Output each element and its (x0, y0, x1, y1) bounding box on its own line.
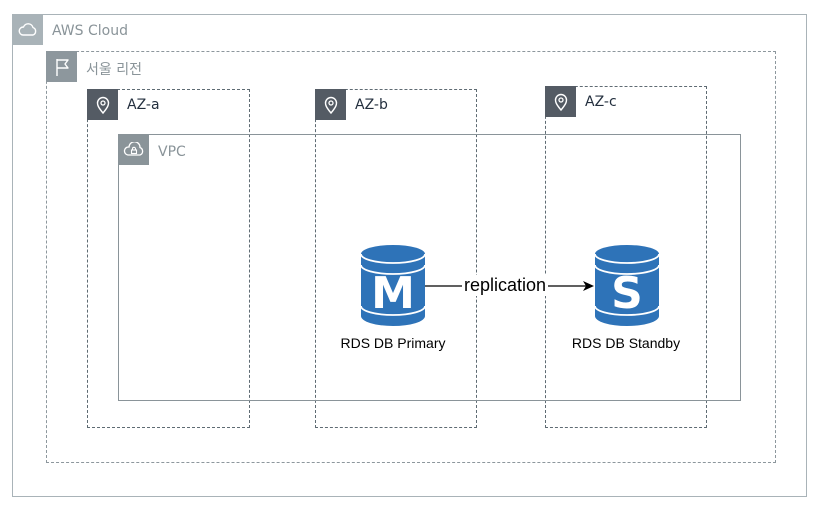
rds-standby-letter: S (611, 268, 643, 319)
vpc-group (118, 134, 741, 401)
rds-primary-icon (360, 245, 426, 326)
region-label: 서울 리전 (86, 62, 142, 78)
az-c-group (545, 86, 707, 428)
replication-label: replication (462, 275, 549, 296)
aws-cloud-label: AWS Cloud (52, 23, 128, 39)
rds-primary-letter: M (371, 268, 415, 319)
flag-icon (46, 51, 77, 82)
rds-primary-label: RDS DB Primary (340, 335, 446, 351)
az-a-label: AZ-a (127, 97, 160, 113)
az-b-label: AZ-b (355, 97, 388, 113)
region-group (46, 51, 776, 463)
rds-standby-label: RDS DB Standby (571, 335, 681, 351)
vpc-label: VPC (158, 144, 186, 160)
az-b-group (315, 89, 477, 428)
location-pin-icon (545, 86, 576, 117)
location-pin-icon (315, 89, 346, 120)
az-a-group (87, 89, 250, 428)
az-c-label: AZ-c (585, 94, 617, 110)
cloud-icon (12, 14, 43, 45)
location-pin-icon (87, 89, 118, 120)
vpc-cloud-lock-icon (118, 134, 149, 165)
rds-standby-icon (594, 245, 660, 326)
aws-cloud-group (12, 14, 807, 497)
